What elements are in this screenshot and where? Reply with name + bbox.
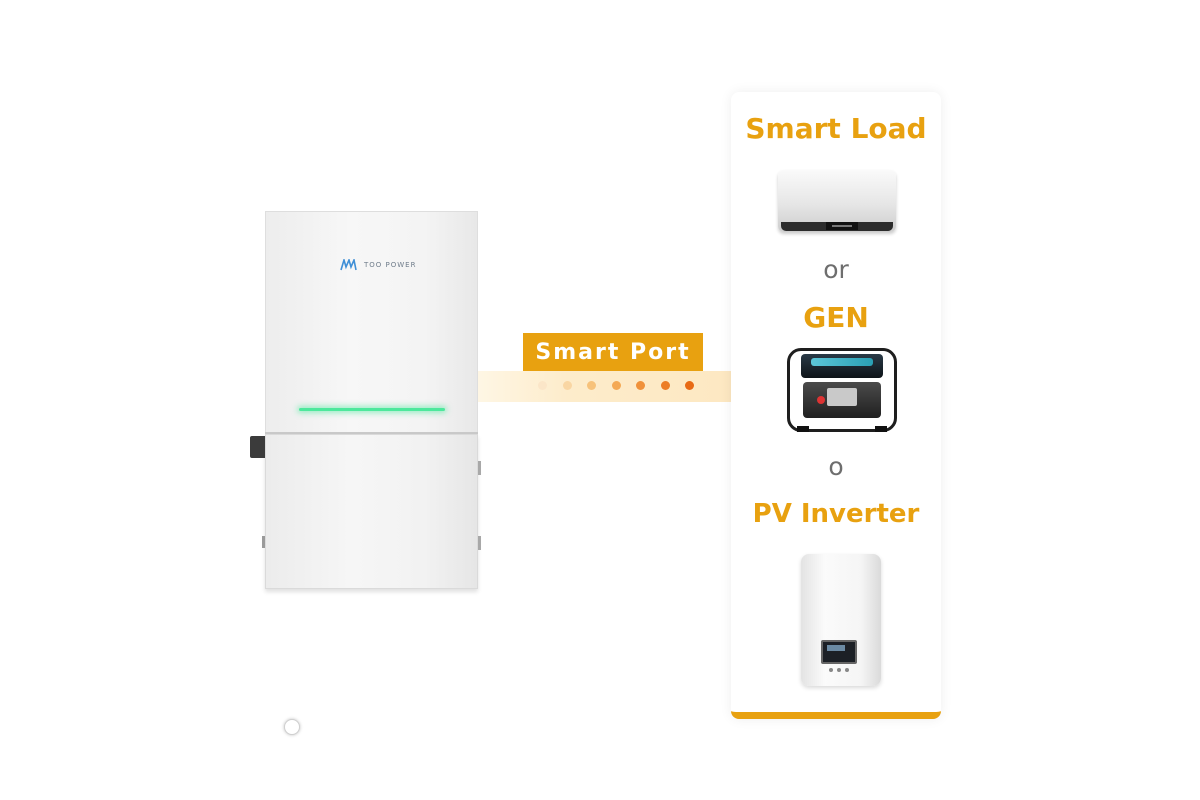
water-heater-image: [778, 170, 896, 238]
generator-foot-left: [797, 426, 809, 432]
separator-o: o: [828, 452, 844, 481]
pv-inverter-image: [801, 554, 883, 688]
generator-image: [787, 348, 897, 432]
options-card: Smart Load or GEN o PV Inverter: [731, 92, 941, 719]
flow-dot: [587, 381, 596, 390]
option-title-smart-load: Smart Load: [745, 112, 927, 145]
pv-button-3: [845, 668, 849, 672]
lock-knob: [284, 719, 300, 735]
status-led-bar: [299, 408, 445, 411]
brand-logo: TOO POWER: [340, 259, 416, 271]
side-connector: [250, 436, 265, 458]
generator-control-panel: [827, 388, 857, 406]
side-tab-left: [262, 536, 265, 548]
brand-mark-icon: [340, 259, 357, 271]
generator-foot-right: [875, 426, 887, 432]
generator-switch: [817, 396, 825, 404]
generator-fuel-tank: [801, 354, 883, 378]
flow-dot: [611, 381, 621, 390]
pv-inverter-body: [801, 554, 881, 686]
pv-button-1: [829, 668, 833, 672]
smart-port-label: Smart Port: [523, 333, 703, 371]
hybrid-inverter-image: TOO POWER: [250, 211, 481, 735]
side-tab-right-upper: [478, 461, 481, 475]
flow-dots: [538, 381, 698, 393]
pv-button-2: [837, 668, 841, 672]
separator-or: or: [823, 255, 849, 284]
option-title-pv-inverter: PV Inverter: [752, 499, 920, 529]
side-tab-right-lower: [478, 536, 481, 550]
heater-display: [826, 222, 858, 230]
flow-dot: [562, 381, 572, 390]
flow-dot: [685, 381, 694, 390]
inverter-lower-panel: [265, 434, 478, 735]
brand-name: TOO POWER: [364, 261, 417, 269]
flow-dot: [636, 381, 645, 390]
generator-frame: [787, 348, 897, 432]
heater-body: [778, 170, 896, 232]
flow-dot: [660, 381, 670, 390]
panel-seam: [265, 432, 478, 434]
inverter-upper-panel: TOO POWER: [265, 211, 478, 433]
pv-inverter-screen: [821, 640, 857, 664]
flow-dot: [538, 381, 547, 390]
option-title-gen: GEN: [803, 301, 869, 334]
